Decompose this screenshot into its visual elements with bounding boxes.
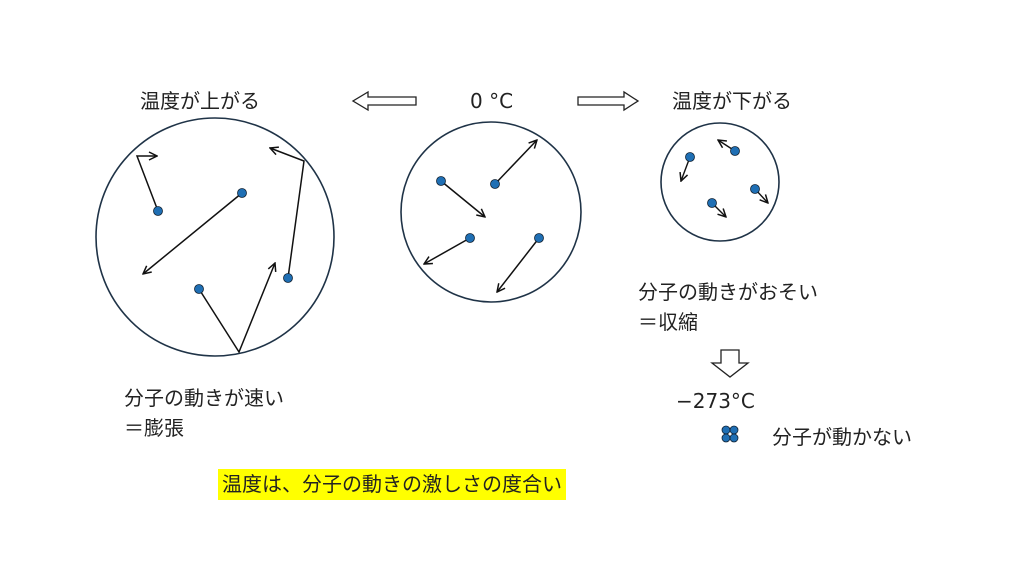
particle: [283, 273, 293, 283]
summary-highlight: 温度は、分子の動きの激しさの度合い: [218, 469, 566, 500]
particle: [153, 206, 163, 216]
frozen-particles-icon: [721, 425, 739, 443]
label-expansion: ＝膨張: [124, 416, 184, 440]
label-slow-motion: 分子の動きがおそい: [638, 280, 818, 304]
particle: [750, 184, 760, 194]
particle: [534, 233, 544, 243]
particle: [730, 146, 740, 156]
label-colder: 温度が下がる: [672, 89, 792, 113]
hot-container: [95, 117, 335, 357]
label-hotter: 温度が上がる: [140, 89, 260, 113]
particle: [685, 152, 695, 162]
particle: [465, 233, 475, 243]
right-block-arrow-icon: [577, 90, 640, 112]
particle: [490, 179, 500, 189]
down-block-arrow-icon: [710, 349, 750, 378]
cold-container: [660, 122, 780, 242]
particle: [194, 284, 204, 294]
particle: [436, 176, 446, 186]
zero-container: [400, 121, 582, 303]
particle: [237, 188, 247, 198]
label-fast-motion: 分子の動きが速い: [124, 386, 284, 410]
particle: [707, 198, 717, 208]
label-absolute-zero: −273°C: [676, 389, 755, 413]
label-zero-celsius: 0 °C: [470, 89, 513, 113]
left-block-arrow-icon: [351, 90, 417, 112]
label-contraction: ＝収縮: [638, 310, 698, 334]
label-no-motion: 分子が動かない: [772, 425, 912, 449]
